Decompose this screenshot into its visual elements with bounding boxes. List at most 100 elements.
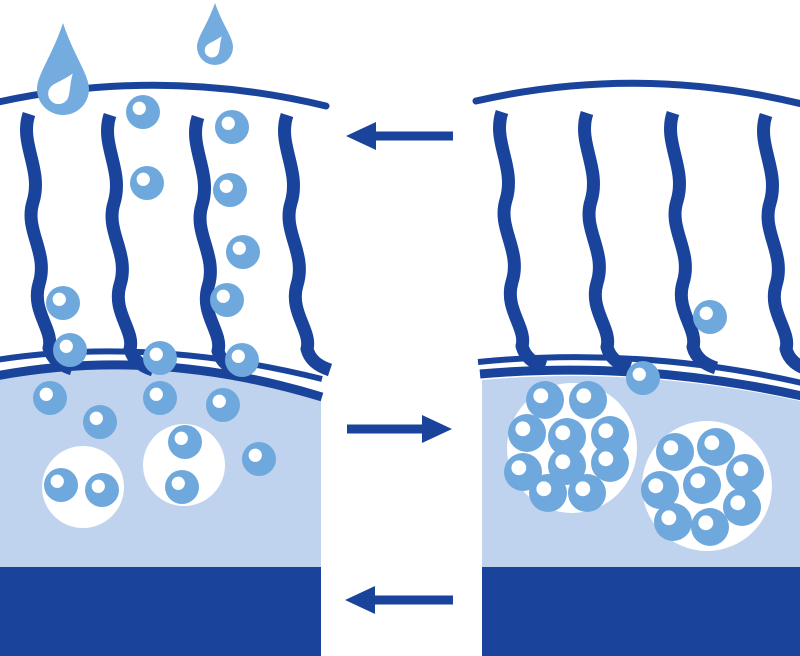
molecule-highlight xyxy=(149,387,163,401)
molecule-highlight xyxy=(699,306,713,320)
moisture-droplet xyxy=(37,23,89,115)
molecule xyxy=(591,444,629,482)
boundary-line-thin xyxy=(477,354,800,386)
molecule-highlight xyxy=(149,347,163,361)
molecule-highlight xyxy=(511,460,527,476)
molecule xyxy=(548,418,586,456)
hair-strand xyxy=(578,110,633,375)
molecule xyxy=(569,381,607,419)
molecule xyxy=(213,173,247,207)
molecule xyxy=(206,388,240,422)
molecule xyxy=(33,381,67,415)
hair-strand xyxy=(757,112,800,374)
molecule-highlight xyxy=(212,394,226,408)
hair-strand xyxy=(101,112,156,377)
molecule xyxy=(691,508,729,546)
molecule xyxy=(693,300,727,334)
molecule-highlight xyxy=(221,116,235,130)
molecule-highlight xyxy=(576,388,592,404)
molecule xyxy=(568,474,606,512)
molecule-highlight xyxy=(575,481,591,497)
left-skin-panel xyxy=(0,3,333,656)
molecule xyxy=(44,468,78,502)
top-arrow xyxy=(346,122,453,150)
molecule-highlight xyxy=(698,515,714,531)
molecule-highlight xyxy=(704,435,720,451)
molecule-highlight xyxy=(515,421,531,437)
transition-arrows xyxy=(345,122,453,614)
molecule-highlight xyxy=(730,495,746,511)
molecule-highlight xyxy=(690,473,706,489)
molecule xyxy=(697,428,735,466)
droplet-highlight xyxy=(48,73,73,105)
molecule xyxy=(53,333,87,367)
molecule xyxy=(591,416,629,454)
molecule xyxy=(168,425,202,459)
molecule-highlight xyxy=(219,179,233,193)
molecule-highlight xyxy=(232,241,246,255)
molecule-highlight xyxy=(248,448,262,462)
vesicle xyxy=(504,381,637,513)
molecule-highlight xyxy=(533,388,549,404)
vesicle xyxy=(641,421,772,551)
molecule-highlight xyxy=(59,339,73,353)
molecule-highlight xyxy=(632,367,646,381)
molecule xyxy=(126,95,160,129)
molecule-highlight xyxy=(555,425,571,441)
molecule-highlight xyxy=(136,172,150,186)
vesicle xyxy=(42,446,124,528)
moisture-droplet xyxy=(197,3,233,65)
molecule-highlight xyxy=(648,478,664,494)
molecule xyxy=(548,447,586,485)
vesicle-body xyxy=(42,446,124,528)
molecule-highlight xyxy=(89,411,103,425)
molecule-highlight xyxy=(132,101,146,115)
molecule-highlight xyxy=(555,454,571,470)
hair-strand xyxy=(664,110,719,375)
molecule-highlight xyxy=(598,451,614,467)
bottom-arrow xyxy=(345,586,453,614)
molecule-highlight xyxy=(661,510,677,526)
molecule xyxy=(504,453,542,491)
molecule-highlight xyxy=(52,292,66,306)
molecule xyxy=(656,433,694,471)
molecule xyxy=(46,286,80,320)
droplet-highlight-group xyxy=(48,73,73,105)
molecule xyxy=(508,414,546,452)
molecule xyxy=(723,488,761,526)
molecule xyxy=(130,166,164,200)
skin-surface-line xyxy=(472,79,800,108)
molecule-highlight xyxy=(91,479,105,493)
molecule xyxy=(654,503,692,541)
molecule xyxy=(85,473,119,507)
molecule-highlight xyxy=(663,440,679,456)
molecule-highlight xyxy=(174,431,188,445)
molecule-highlight xyxy=(39,387,53,401)
molecule xyxy=(683,466,721,504)
molecule-highlight xyxy=(231,349,245,363)
molecule xyxy=(83,405,117,439)
molecule xyxy=(143,381,177,415)
middle-arrow xyxy=(347,415,452,443)
molecule xyxy=(726,454,764,492)
molecule-highlight xyxy=(171,476,185,490)
molecule xyxy=(210,283,244,317)
molecule-highlight xyxy=(50,474,64,488)
droplet-highlight-group xyxy=(204,36,222,58)
hair-strand xyxy=(20,111,75,376)
right-skin-panel xyxy=(472,79,800,656)
hair-strand xyxy=(278,112,333,377)
hair-strand xyxy=(189,114,244,379)
molecule-highlight xyxy=(598,423,614,439)
molecule-highlight xyxy=(536,481,552,497)
molecule xyxy=(165,470,199,504)
molecule xyxy=(143,341,177,375)
molecule xyxy=(529,474,567,512)
dermis-layer xyxy=(0,567,321,656)
molecule-highlight xyxy=(733,461,749,477)
vesicle xyxy=(143,424,225,506)
molecule xyxy=(226,235,260,269)
molecule xyxy=(526,381,564,419)
dermis-layer xyxy=(482,567,800,656)
